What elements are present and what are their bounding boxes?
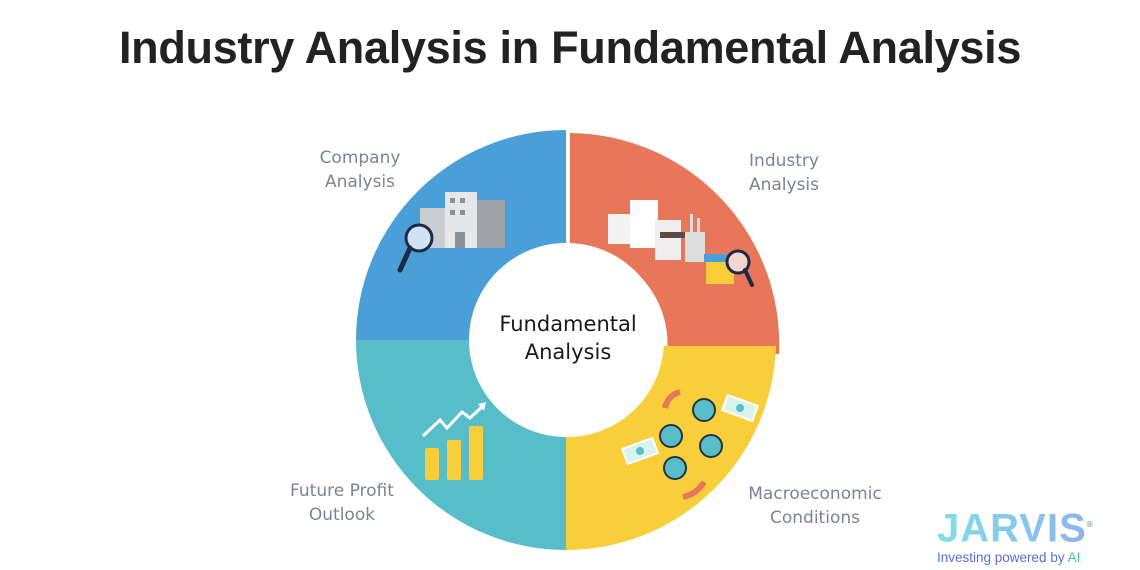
jarvis-logo: JARVIS® Investing powered by AI	[937, 505, 1097, 565]
center-label-line2: Analysis	[524, 340, 612, 364]
label-line1: Company	[319, 148, 401, 168]
label-line2: Analysis	[748, 175, 820, 195]
center-label-line1: Fundamental	[499, 312, 637, 336]
tagline-prefix: Investing powered by	[937, 550, 1068, 566]
label-line1: Macroeconomic	[748, 484, 882, 504]
center-label: Fundamental Analysis	[470, 310, 666, 366]
label-line2: Analysis	[324, 172, 396, 192]
logo-tagline: Investing powered by AI	[937, 550, 1097, 565]
logo-name: JARVIS	[937, 506, 1087, 551]
page-title: Industry Analysis in Fundamental Analysi…	[118, 22, 1022, 73]
people-money-cycle-icon	[620, 389, 760, 500]
logo-wordmark: JARVIS®	[937, 505, 1097, 548]
label-industry-analysis: Industry Analysis	[724, 149, 844, 197]
industry-buildings-magnifier-icon	[608, 200, 754, 287]
label-macroeconomic-conditions: Macroeconomic Conditions	[735, 482, 895, 530]
label-future-profit-outlook: Future Profit Outlook	[272, 479, 412, 527]
growth-bar-chart-icon	[421, 402, 486, 480]
company-buildings-magnifier-icon	[397, 192, 505, 273]
label-line2: Conditions	[770, 508, 860, 528]
center-circle	[470, 243, 664, 437]
label-line1: Industry	[749, 151, 819, 171]
label-line2: Outlook	[308, 505, 376, 525]
tagline-ai: AI	[1067, 550, 1081, 566]
label-line1: Future Profit	[290, 481, 394, 501]
segment-macroeconomic-conditions	[566, 346, 776, 551]
label-company-analysis: Company Analysis	[300, 146, 420, 194]
